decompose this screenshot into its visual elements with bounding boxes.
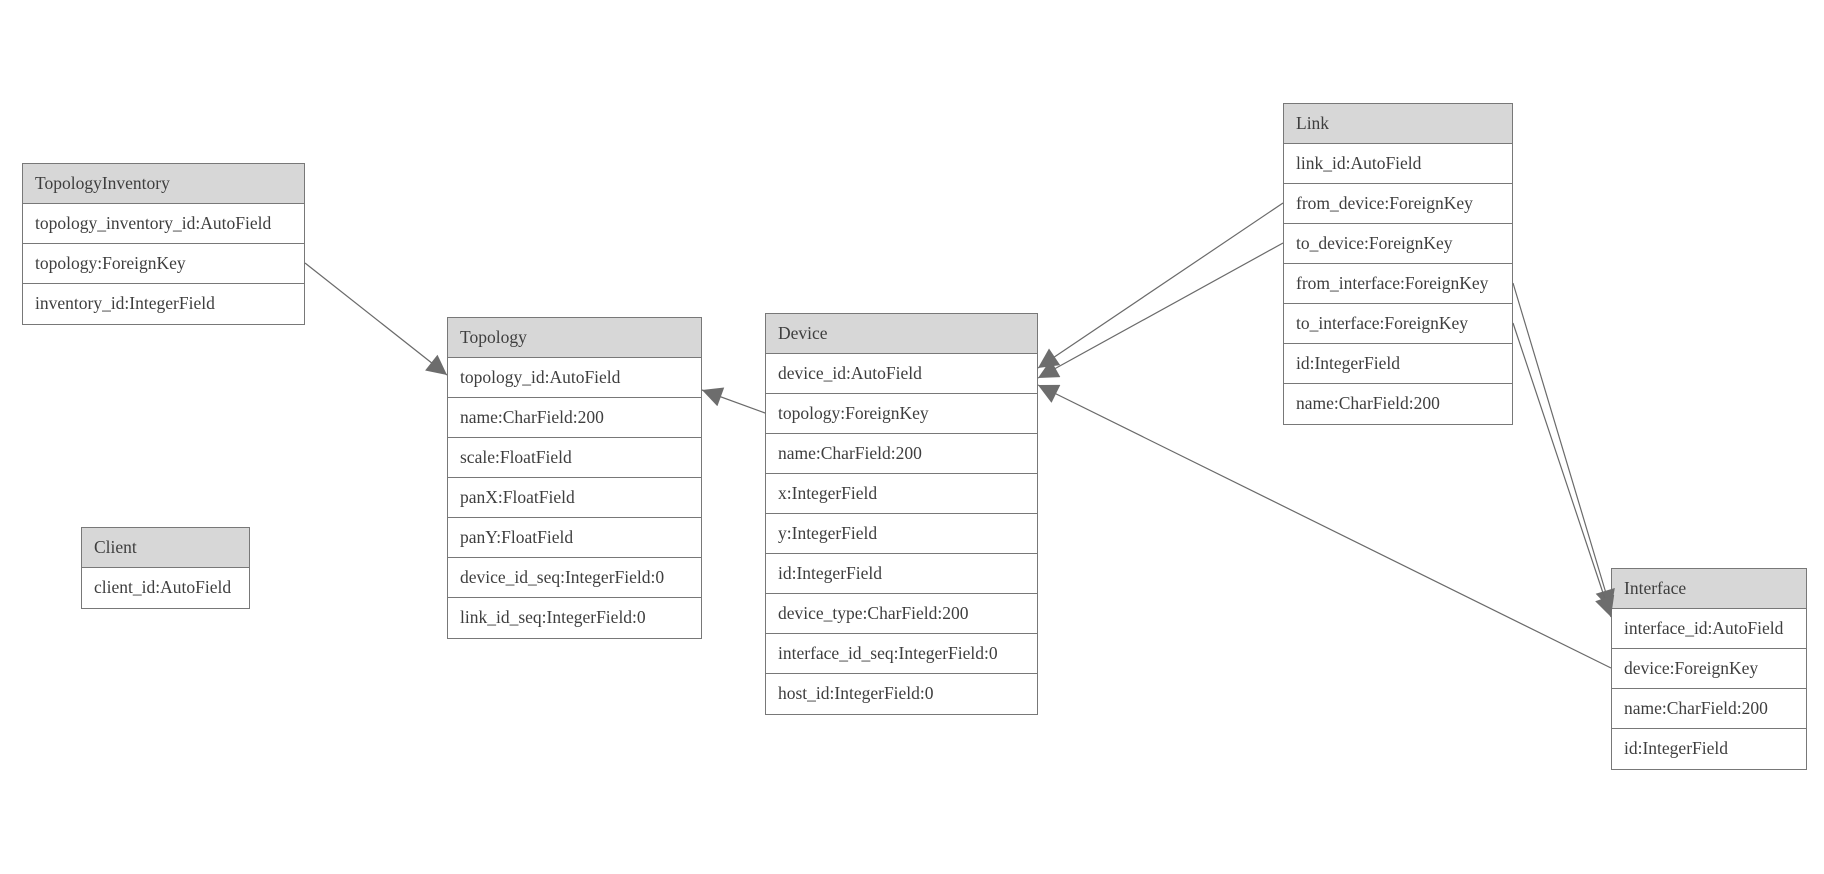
field-row-to_device: to_device:ForeignKey [1284, 224, 1512, 264]
field-row-link_id_seq: link_id_seq:IntegerField:0 [448, 598, 701, 638]
field-row-host_id: host_id:IntegerField:0 [766, 674, 1037, 714]
field-row-id: id:IntegerField [766, 554, 1037, 594]
field-row-name: name:CharField:200 [448, 398, 701, 438]
field-row-device_type: device_type:CharField:200 [766, 594, 1037, 634]
field-row-inventory_id: inventory_id:IntegerField [23, 284, 304, 324]
field-row-topology: topology:ForeignKey [23, 244, 304, 284]
field-row-name: name:CharField:200 [766, 434, 1037, 474]
field-row-from_interface: from_interface:ForeignKey [1284, 264, 1512, 304]
field-row-from_device: from_device:ForeignKey [1284, 184, 1512, 224]
field-row-device: device:ForeignKey [1612, 649, 1806, 689]
field-row-name: name:CharField:200 [1284, 384, 1512, 424]
field-row-id: id:IntegerField [1284, 344, 1512, 384]
field-row-topology_id: topology_id:AutoField [448, 358, 701, 398]
field-row-interface_id_seq: interface_id_seq:IntegerField:0 [766, 634, 1037, 674]
entity-title-topologyinventory: TopologyInventory [23, 164, 304, 204]
field-row-link_id: link_id:AutoField [1284, 144, 1512, 184]
field-row-panX: panX:FloatField [448, 478, 701, 518]
field-row-to_interface: to_interface:ForeignKey [1284, 304, 1512, 344]
entity-title-link: Link [1284, 104, 1512, 144]
field-row-scale: scale:FloatField [448, 438, 701, 478]
field-row-topology: topology:ForeignKey [766, 394, 1037, 434]
field-row-id: id:IntegerField [1612, 729, 1806, 769]
field-row-device_id: device_id:AutoField [766, 354, 1037, 394]
entity-title-device: Device [766, 314, 1037, 354]
field-row-client_id: client_id:AutoField [82, 568, 249, 608]
field-row-interface_id: interface_id:AutoField [1612, 609, 1806, 649]
field-row-topology_inventory_id: topology_inventory_id:AutoField [23, 204, 304, 244]
field-row-x: x:IntegerField [766, 474, 1037, 514]
field-row-name: name:CharField:200 [1612, 689, 1806, 729]
field-row-device_id_seq: device_id_seq:IntegerField:0 [448, 558, 701, 598]
entity-title-topology: Topology [448, 318, 701, 358]
entity-title-client: Client [82, 528, 249, 568]
entity-title-interface: Interface [1612, 569, 1806, 609]
field-row-y: y:IntegerField [766, 514, 1037, 554]
field-row-panY: panY:FloatField [448, 518, 701, 558]
